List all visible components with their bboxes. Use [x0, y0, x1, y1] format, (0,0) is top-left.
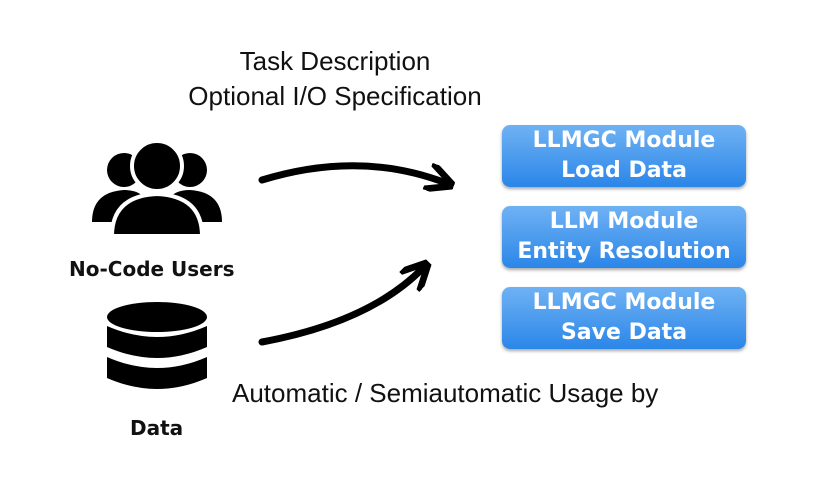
- module-title: LLMGC Module: [532, 290, 716, 315]
- arrow-users-to-modules: [258, 162, 446, 183]
- module-subtitle: Save Data: [560, 320, 688, 345]
- module-entity-resolution: LLM Module Entity Resolution: [502, 206, 746, 268]
- module-load-data: LLMGC Module Load Data: [502, 125, 746, 187]
- task-description-text: Task Description: [239, 46, 431, 76]
- module-save-data: LLMGC Module Save Data: [502, 287, 746, 349]
- module-title: LLMGC Module: [532, 128, 716, 153]
- usage-caption: Automatic / Semiautomatic Usage by: [232, 378, 659, 408]
- data-label: Data: [130, 416, 184, 440]
- module-subtitle: Entity Resolution: [517, 239, 731, 264]
- no-code-users-label: No-Code Users: [69, 257, 235, 281]
- users-icon: [92, 139, 222, 238]
- module-title: LLM Module: [549, 209, 699, 234]
- io-specification-text: Optional I/O Specification: [188, 81, 482, 111]
- arrow-data-to-modules: [258, 268, 423, 346]
- database-icon: [107, 302, 207, 389]
- module-subtitle: Load Data: [561, 158, 687, 183]
